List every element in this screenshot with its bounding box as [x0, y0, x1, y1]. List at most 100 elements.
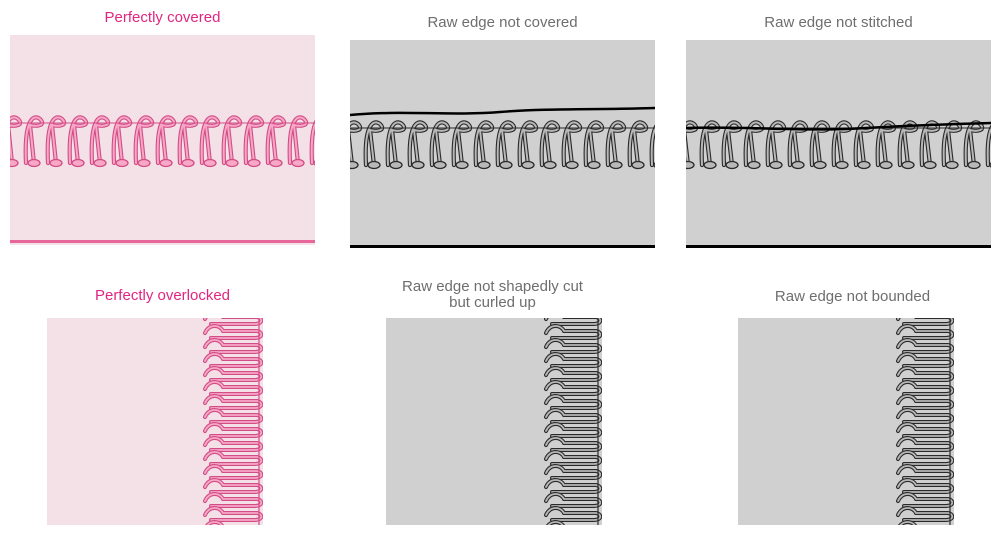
thread-loop-inner — [686, 121, 698, 166]
overlock-not-bounded-svg — [738, 318, 954, 525]
thread-loop-inner — [650, 126, 655, 166]
thread-knot — [989, 162, 991, 168]
thread-knot — [350, 160, 359, 170]
thread-knot — [857, 160, 871, 170]
thread-loop-inner — [244, 116, 264, 164]
thread-knot — [115, 158, 129, 168]
thread-knot — [631, 160, 645, 170]
thread-knot — [543, 160, 557, 170]
coverstitch-good-svg — [10, 35, 315, 245]
thread-loop-inner — [386, 121, 406, 166]
hem-edge — [10, 240, 315, 243]
thread-knot — [71, 158, 85, 168]
thread-loop-inner — [700, 121, 720, 166]
thread-knot — [521, 160, 535, 170]
overlock-curled-svg — [386, 318, 602, 525]
thread-knot — [291, 158, 305, 168]
thread-knot — [411, 160, 425, 170]
thread-loop-inner — [788, 121, 808, 166]
thread-knot — [269, 158, 283, 168]
thread-knot — [49, 158, 63, 168]
label-raw-edge-not-bounded: Raw edge not bounded — [774, 288, 931, 305]
thread-loop-inner — [898, 121, 918, 166]
thread-loop-inner — [134, 116, 154, 164]
thread-loop-inner — [540, 121, 560, 166]
thread-knot — [609, 160, 623, 170]
thread-knot — [93, 158, 107, 168]
label-perfectly-covered: Perfectly covered — [104, 9, 221, 26]
thread-loop-inner — [10, 116, 22, 164]
thread-loop-inner — [266, 116, 286, 164]
thread-knot — [159, 158, 173, 168]
thread-loop-inner — [518, 121, 538, 166]
thread-knot — [389, 160, 403, 170]
thread-loop-inner — [766, 121, 786, 166]
thread-knot — [247, 158, 261, 168]
thread-knot — [587, 160, 601, 170]
hem-edge — [350, 245, 655, 248]
thread-knot — [901, 160, 915, 170]
overlock-column — [203, 318, 263, 525]
thread-knot — [477, 160, 491, 170]
overlock-column — [544, 318, 602, 525]
thread-loop-inner — [350, 121, 362, 166]
panel-perfectly-covered — [10, 35, 315, 245]
thread-knot — [225, 158, 239, 168]
thread-loop-inner — [474, 121, 494, 166]
thread-loop-inner — [628, 121, 648, 166]
thread-knot — [433, 160, 447, 170]
thread-knot — [923, 160, 937, 170]
thread-loop-inner — [178, 116, 198, 164]
panel-raw-edge-not-bounded — [738, 318, 954, 525]
thread-loop-inner — [562, 121, 582, 166]
overlock-good-svg — [47, 318, 263, 525]
thread-knot — [137, 158, 151, 168]
thread-loop-inner — [810, 121, 830, 166]
thread-loop-inner — [744, 121, 764, 166]
thread-loop-inner — [46, 116, 66, 164]
label-raw-edge-not-shapedly-cut: Raw edge not shapedly cut but curled up — [402, 278, 583, 311]
coverstitch-not-stitched-svg — [686, 40, 991, 248]
thread-knot — [181, 158, 195, 168]
thread-knot — [653, 162, 655, 168]
thread-loop-inner — [722, 121, 742, 166]
coverstitch-row — [350, 120, 655, 170]
thread-knot — [945, 160, 959, 170]
label-perfectly-overlocked: Perfectly overlocked — [94, 287, 231, 304]
coverstitch-row — [686, 120, 991, 170]
panel-perfectly-overlocked — [47, 318, 263, 525]
thread-knot — [27, 158, 41, 168]
coverstitch-not-covered-svg — [350, 40, 655, 248]
overlock-loop-inner — [899, 521, 916, 525]
thread-loop-inner — [364, 121, 384, 166]
thread-loop-inner — [408, 121, 428, 166]
raw-edge-line — [686, 121, 991, 131]
thread-loop-inner — [496, 121, 516, 166]
panel-raw-edge-not-shapedly-cut — [386, 318, 602, 525]
overlock-loop-inner — [206, 521, 223, 525]
thread-knot — [367, 160, 381, 170]
panel-raw-edge-not-covered — [350, 40, 655, 250]
thread-loop-inner — [452, 121, 472, 166]
thread-knot — [835, 160, 849, 170]
thread-knot — [703, 160, 717, 170]
thread-loop-inner — [832, 121, 852, 166]
thread-knot — [813, 160, 827, 170]
thread-knot — [747, 160, 761, 170]
thread-loop-inner — [876, 121, 896, 166]
thread-knot — [879, 160, 893, 170]
thread-loop-inner — [24, 116, 44, 164]
thread-loop-inner — [288, 116, 308, 164]
thread-knot — [725, 160, 739, 170]
thread-loop-inner — [68, 116, 88, 164]
thread-loop-inner — [584, 121, 604, 166]
thread-loop-inner — [200, 116, 220, 164]
thread-knot — [313, 160, 315, 166]
thread-knot — [455, 160, 469, 170]
thread-knot — [499, 160, 513, 170]
thread-knot — [769, 160, 783, 170]
label-raw-edge-not-covered: Raw edge not covered — [427, 14, 578, 31]
overlock-loop-inner — [547, 521, 564, 525]
thread-knot — [203, 158, 217, 168]
coverstitch-row — [10, 115, 315, 168]
